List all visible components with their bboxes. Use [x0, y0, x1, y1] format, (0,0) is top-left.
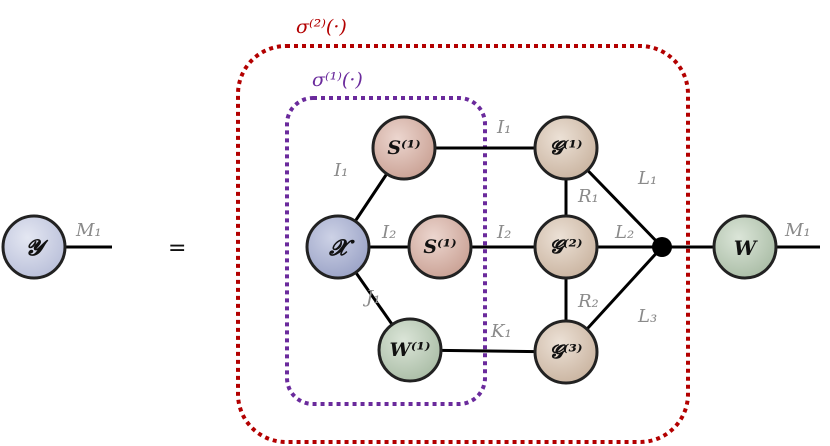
- junction-dot: [652, 237, 672, 257]
- label-g1-g2: R₁: [577, 186, 599, 207]
- outer-group-box: [236, 44, 690, 444]
- node-y: [1, 214, 67, 280]
- node-x: [305, 214, 371, 280]
- outer-group-label: σ⁽²⁾(·): [296, 16, 347, 38]
- node-w-label: 𝑾: [734, 236, 759, 260]
- label-g2-g3: R₂: [577, 291, 599, 312]
- label-g3-junction: L₃: [637, 306, 657, 327]
- label-y-out: M₁: [75, 220, 102, 241]
- node-s1-mid: [407, 214, 473, 280]
- node-g3: [533, 319, 599, 385]
- label-g1-junction: L₁: [637, 168, 657, 189]
- label-s1top-g1: I₁: [496, 117, 511, 138]
- node-s1-top-label: 𝑺⁽¹⁾: [387, 137, 420, 159]
- label-w1-g3: K₁: [490, 321, 512, 342]
- node-w1: [377, 317, 443, 383]
- equals-sign: =: [168, 236, 186, 261]
- inner-group-box: [285, 96, 487, 406]
- node-g2: [533, 214, 599, 280]
- node-g2-label: 𝓖⁽²⁾: [550, 236, 583, 258]
- node-s1-top: [371, 115, 437, 181]
- node-g3-label: 𝓖⁽³⁾: [550, 341, 583, 363]
- node-w1-label: 𝑾⁽¹⁾: [390, 339, 431, 361]
- label-w-out: M₁: [784, 220, 811, 241]
- node-g1: [533, 115, 599, 181]
- node-g1-label: 𝓖⁽¹⁾: [550, 137, 583, 159]
- node-s1-mid-label: 𝑺⁽¹⁾: [423, 236, 456, 258]
- label-g2-junction: L₂: [614, 222, 634, 243]
- node-w: [712, 214, 778, 280]
- inner-group-label: σ⁽¹⁾(·): [312, 69, 363, 91]
- label-x-w1: J₁: [362, 287, 380, 308]
- label-x-s1-top: I₁: [333, 160, 348, 181]
- label-s1mid-g2: I₂: [496, 222, 511, 243]
- label-x-s1-mid: I₂: [381, 222, 396, 243]
